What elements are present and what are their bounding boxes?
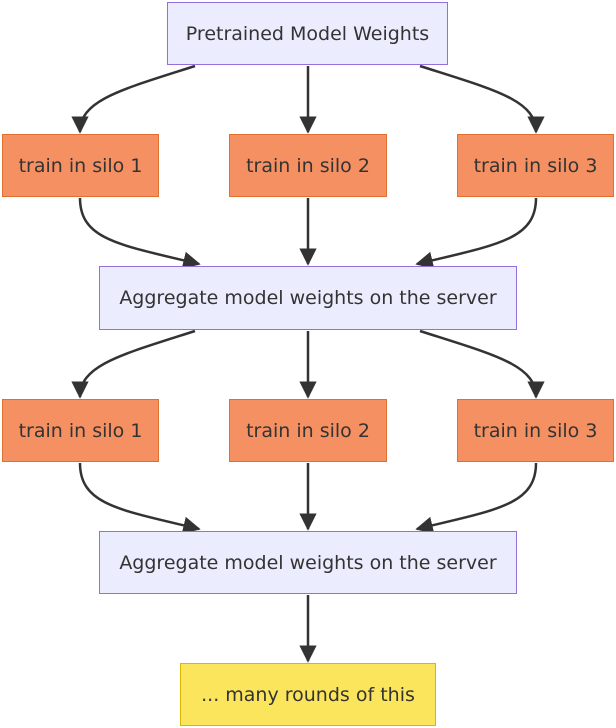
edge-aggregate-1-to-silo1-b	[71, 329, 196, 399]
edge-pretrained-to-silo3-a	[419, 64, 545, 134]
pretrained-model-weights-label: Pretrained Model Weights	[185, 22, 430, 45]
train-silo-3-label-round-2: train in silo 3	[473, 419, 598, 442]
edge-silo3-b-to-aggregate-2	[415, 462, 538, 534]
aggregate-weights-node-2: Aggregate model weights on the server	[99, 531, 517, 594]
edge-silo1-b-to-aggregate-2	[78, 462, 201, 534]
aggregate-weights-label-1: Aggregate model weights on the server	[119, 287, 497, 309]
edge-silo3-a-to-aggregate-1	[415, 197, 538, 269]
train-silo-2-node-round-2: train in silo 2	[229, 399, 387, 462]
train-silo-1-label-round-1: train in silo 1	[18, 154, 143, 177]
train-silo-3-node-round-2: train in silo 3	[457, 399, 614, 462]
edge-pretrained-to-silo1-a	[71, 64, 196, 134]
train-silo-1-label-round-2: train in silo 1	[18, 419, 143, 442]
edge-aggregate-1-to-silo3-b	[419, 329, 545, 399]
many-rounds-node: ... many rounds of this	[180, 663, 436, 726]
edge-silo1-a-to-aggregate-1	[78, 197, 201, 269]
train-silo-3-node-round-1: train in silo 3	[457, 134, 614, 197]
train-silo-1-node-round-2: train in silo 1	[2, 399, 159, 462]
train-silo-3-label-round-1: train in silo 3	[473, 154, 598, 177]
aggregate-weights-label-2: Aggregate model weights on the server	[119, 551, 497, 574]
aggregate-weights-node-1: Aggregate model weights on the server	[99, 266, 517, 330]
many-rounds-label: ... many rounds of this	[201, 683, 415, 706]
train-silo-2-label-round-1: train in silo 2	[246, 154, 370, 177]
train-silo-1-node-round-1: train in silo 1	[2, 134, 159, 197]
train-silo-2-label-round-2: train in silo 2	[246, 419, 370, 442]
train-silo-2-node-round-1: train in silo 2	[229, 134, 387, 197]
pretrained-model-weights-node: Pretrained Model Weights	[167, 2, 448, 65]
